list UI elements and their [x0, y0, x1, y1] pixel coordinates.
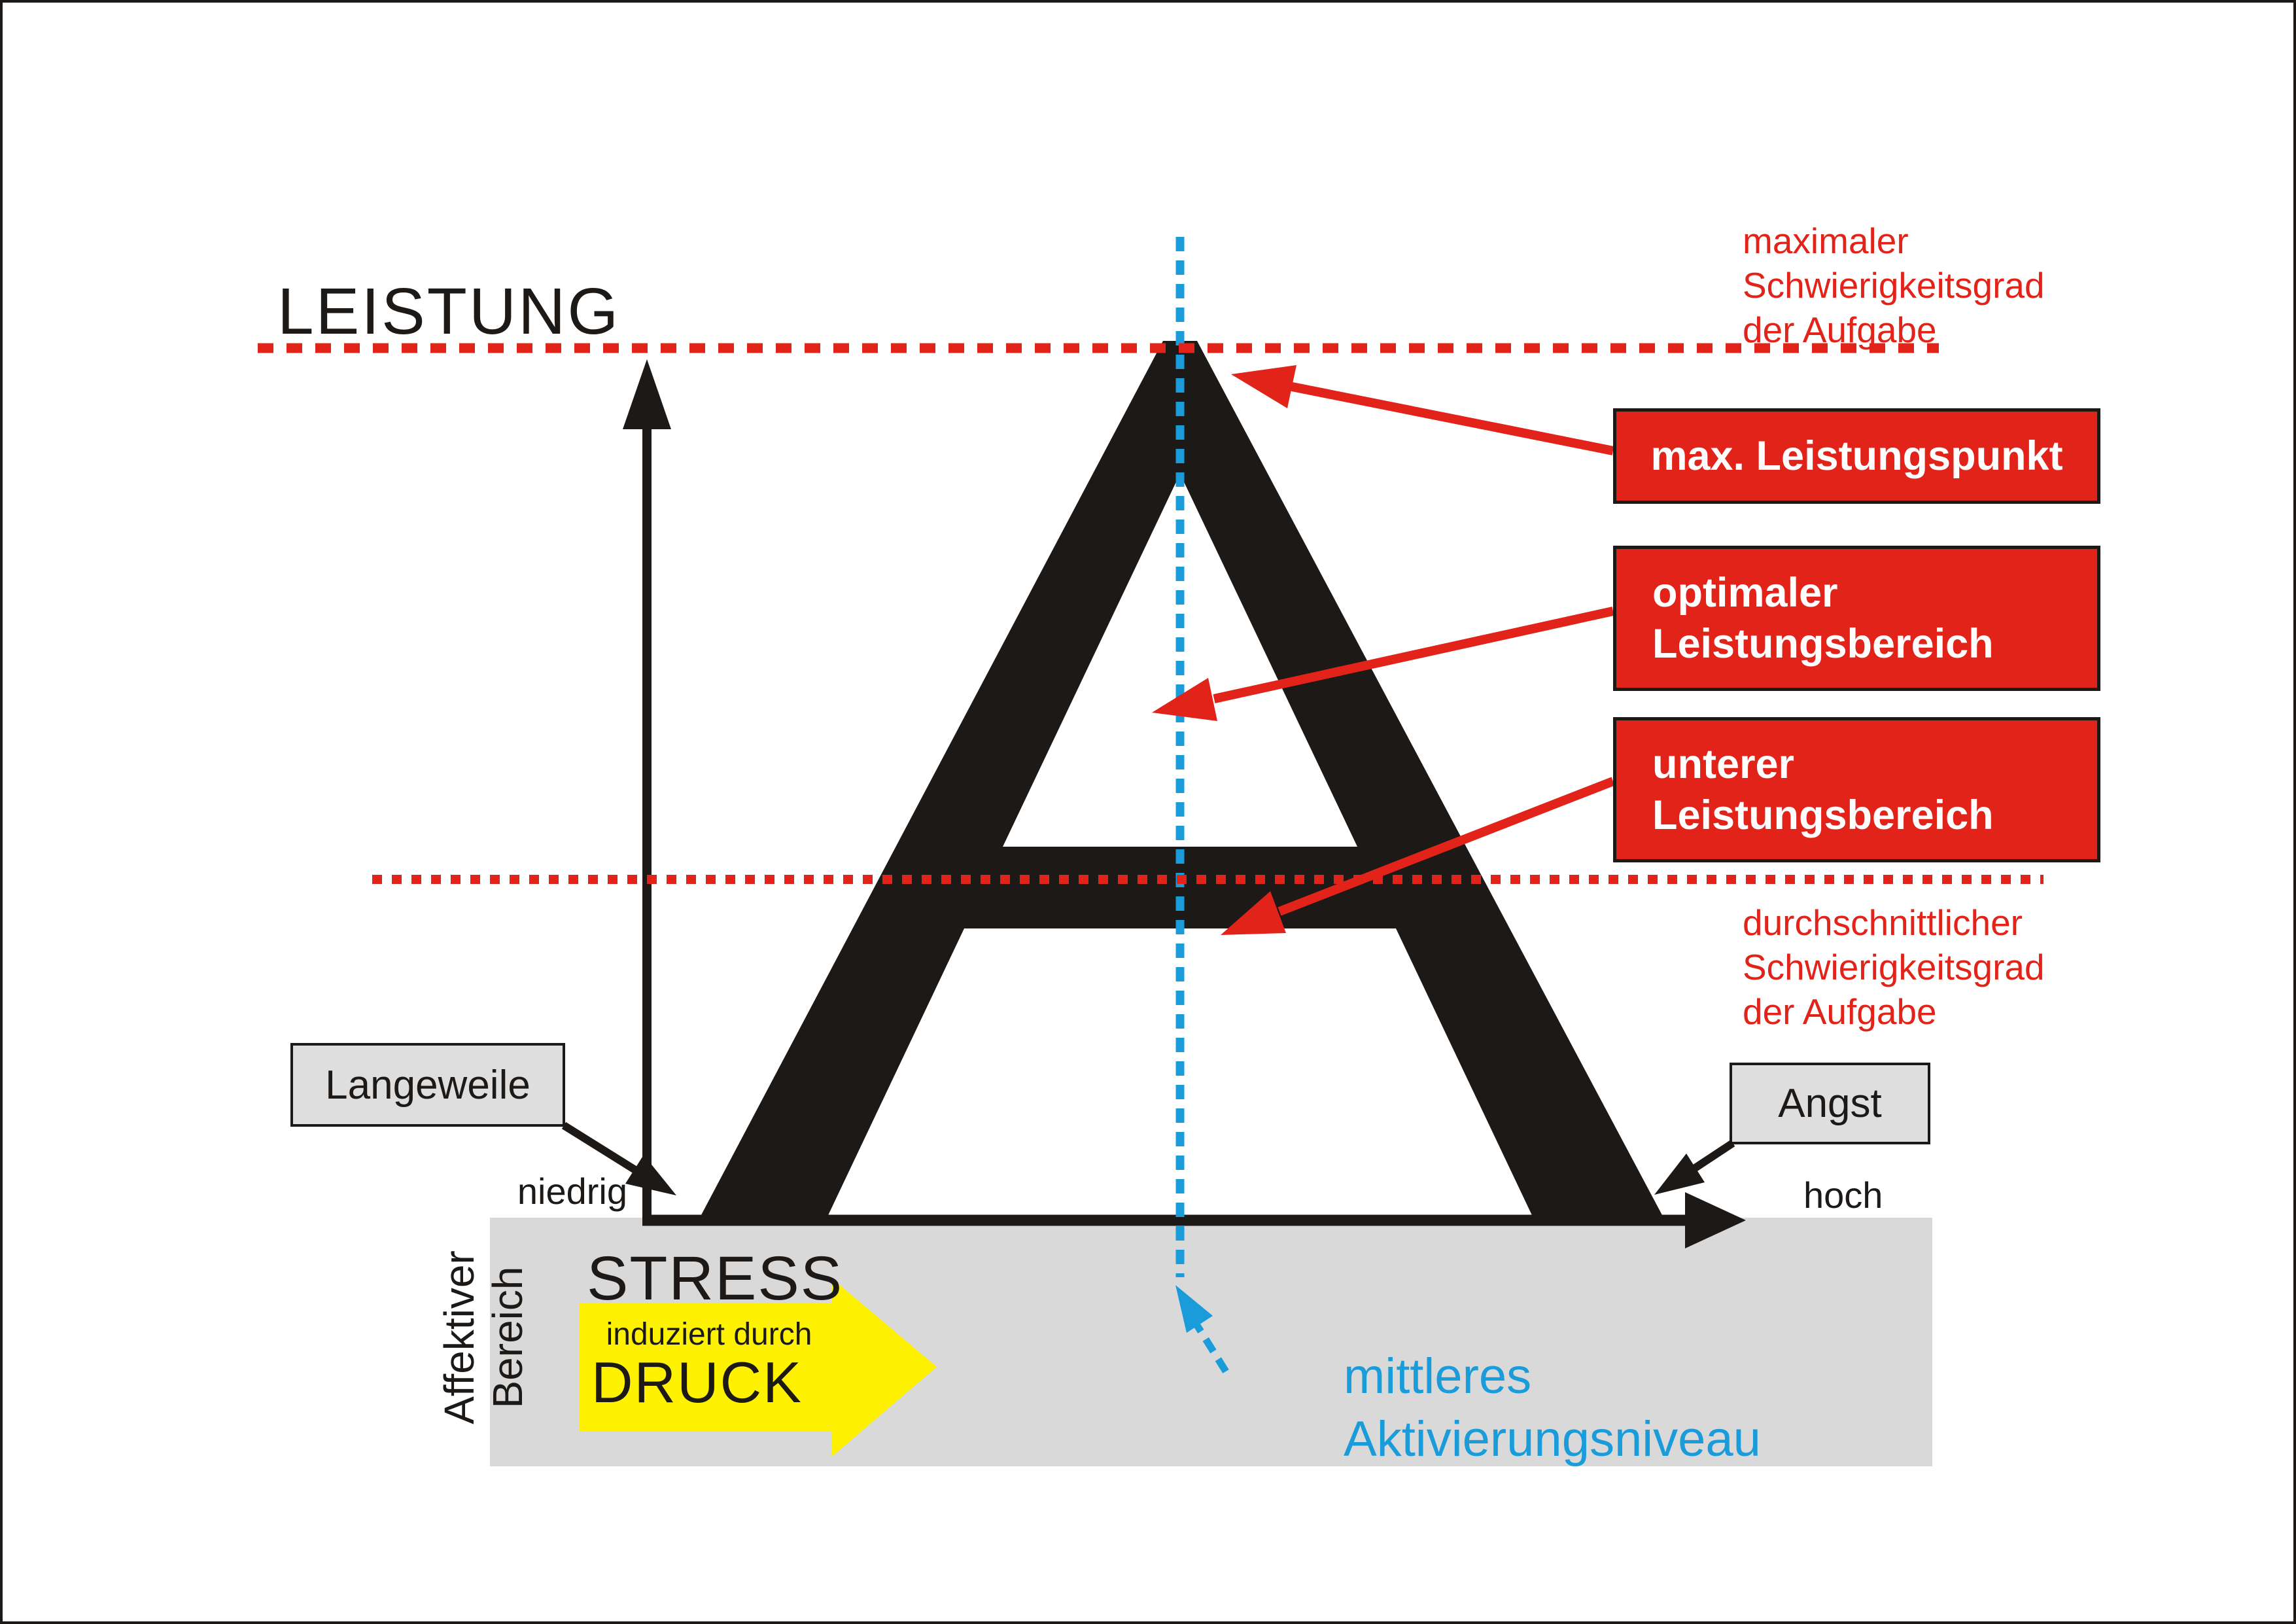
boredom-arrow-shaft [561, 1121, 643, 1177]
max-difficulty-note-line3: der Aufgabe [1743, 309, 1937, 350]
optimal-range-label-line1: optimaler [1652, 570, 1838, 616]
boredom-label: Langeweile [325, 1062, 531, 1108]
max-difficulty-note-line1: maximaler [1743, 221, 1909, 261]
optimal-performance-range-box: optimaler Leistungsbereich [1613, 546, 2100, 691]
optimal-range-arrowhead-icon [1152, 678, 1217, 721]
avg-difficulty-note: durchschnittlicher Schwierigkeitsgrad de… [1743, 900, 2045, 1034]
lower-range-label-line2: Leistungsbereich [1652, 792, 1994, 838]
letter-a-performance-curve [696, 341, 1667, 1225]
anxiety-arrowhead-icon [1654, 1154, 1705, 1195]
pressure-arrow-shape [580, 1279, 937, 1456]
max-point-arrowhead-icon [1231, 365, 1296, 408]
lower-range-label-line1: unterer [1652, 741, 1795, 787]
x-axis-low-label: niedrig [517, 1171, 627, 1212]
optimal-range-label-line2: Leistungsbereich [1652, 621, 1994, 667]
y-axis-title: LEISTUNG [277, 275, 621, 348]
max-performance-point-label: max. Leistungspunkt [1650, 433, 2063, 479]
x-axis-high-label: hoch [1803, 1174, 1883, 1216]
affective-area-label-line1: Affektiver [436, 1250, 483, 1424]
anxiety-box: Angst [1730, 1063, 1930, 1144]
boredom-box: Langeweile [290, 1043, 565, 1127]
max-point-arrow-shaft [1287, 381, 1614, 455]
affective-area-label: Affektiver Bereich [435, 1233, 532, 1442]
activation-level-label: mittleres Aktivierungsniveau [1344, 1345, 1761, 1471]
lower-range-arrowhead-icon [1221, 891, 1286, 935]
stress-label: STRESS [587, 1244, 844, 1313]
avg-difficulty-note-line2: Schwierigkeitsgrad [1743, 947, 2045, 987]
lower-range-arrow-shaft [1278, 777, 1615, 916]
activation-label-arrow-shaft [1190, 1317, 1229, 1373]
diagram-shapes-layer [258, 237, 2044, 1466]
activation-level-label-line1: mittleres [1344, 1349, 1532, 1404]
optimal-range-arrow-shaft [1213, 607, 1614, 703]
max-difficulty-note: maximaler Schwierigkeitsgrad der Aufgabe [1743, 219, 2045, 352]
max-difficulty-note-line2: Schwierigkeitsgrad [1743, 265, 2045, 306]
max-performance-point-box: max. Leistungspunkt [1613, 408, 2100, 504]
activation-level-label-line2: Aktivierungsniveau [1344, 1411, 1761, 1467]
affective-area-label-line2: Bereich [484, 1266, 531, 1409]
anxiety-label: Angst [1778, 1081, 1882, 1126]
avg-difficulty-note-line3: der Aufgabe [1743, 991, 1937, 1032]
y-axis-arrowhead-icon [623, 359, 671, 429]
pressure-label: DRUCK [591, 1350, 803, 1415]
boredom-arrowhead-icon [625, 1155, 676, 1195]
induced-by-label: induziert durch [606, 1317, 812, 1352]
avg-difficulty-note-line1: durchschnittlicher [1743, 902, 2023, 943]
x-axis-arrowhead-icon [1685, 1192, 1746, 1248]
lower-performance-range-box: unterer Leistungsbereich [1613, 717, 2100, 862]
activation-label-arrowhead-icon [1175, 1285, 1213, 1333]
